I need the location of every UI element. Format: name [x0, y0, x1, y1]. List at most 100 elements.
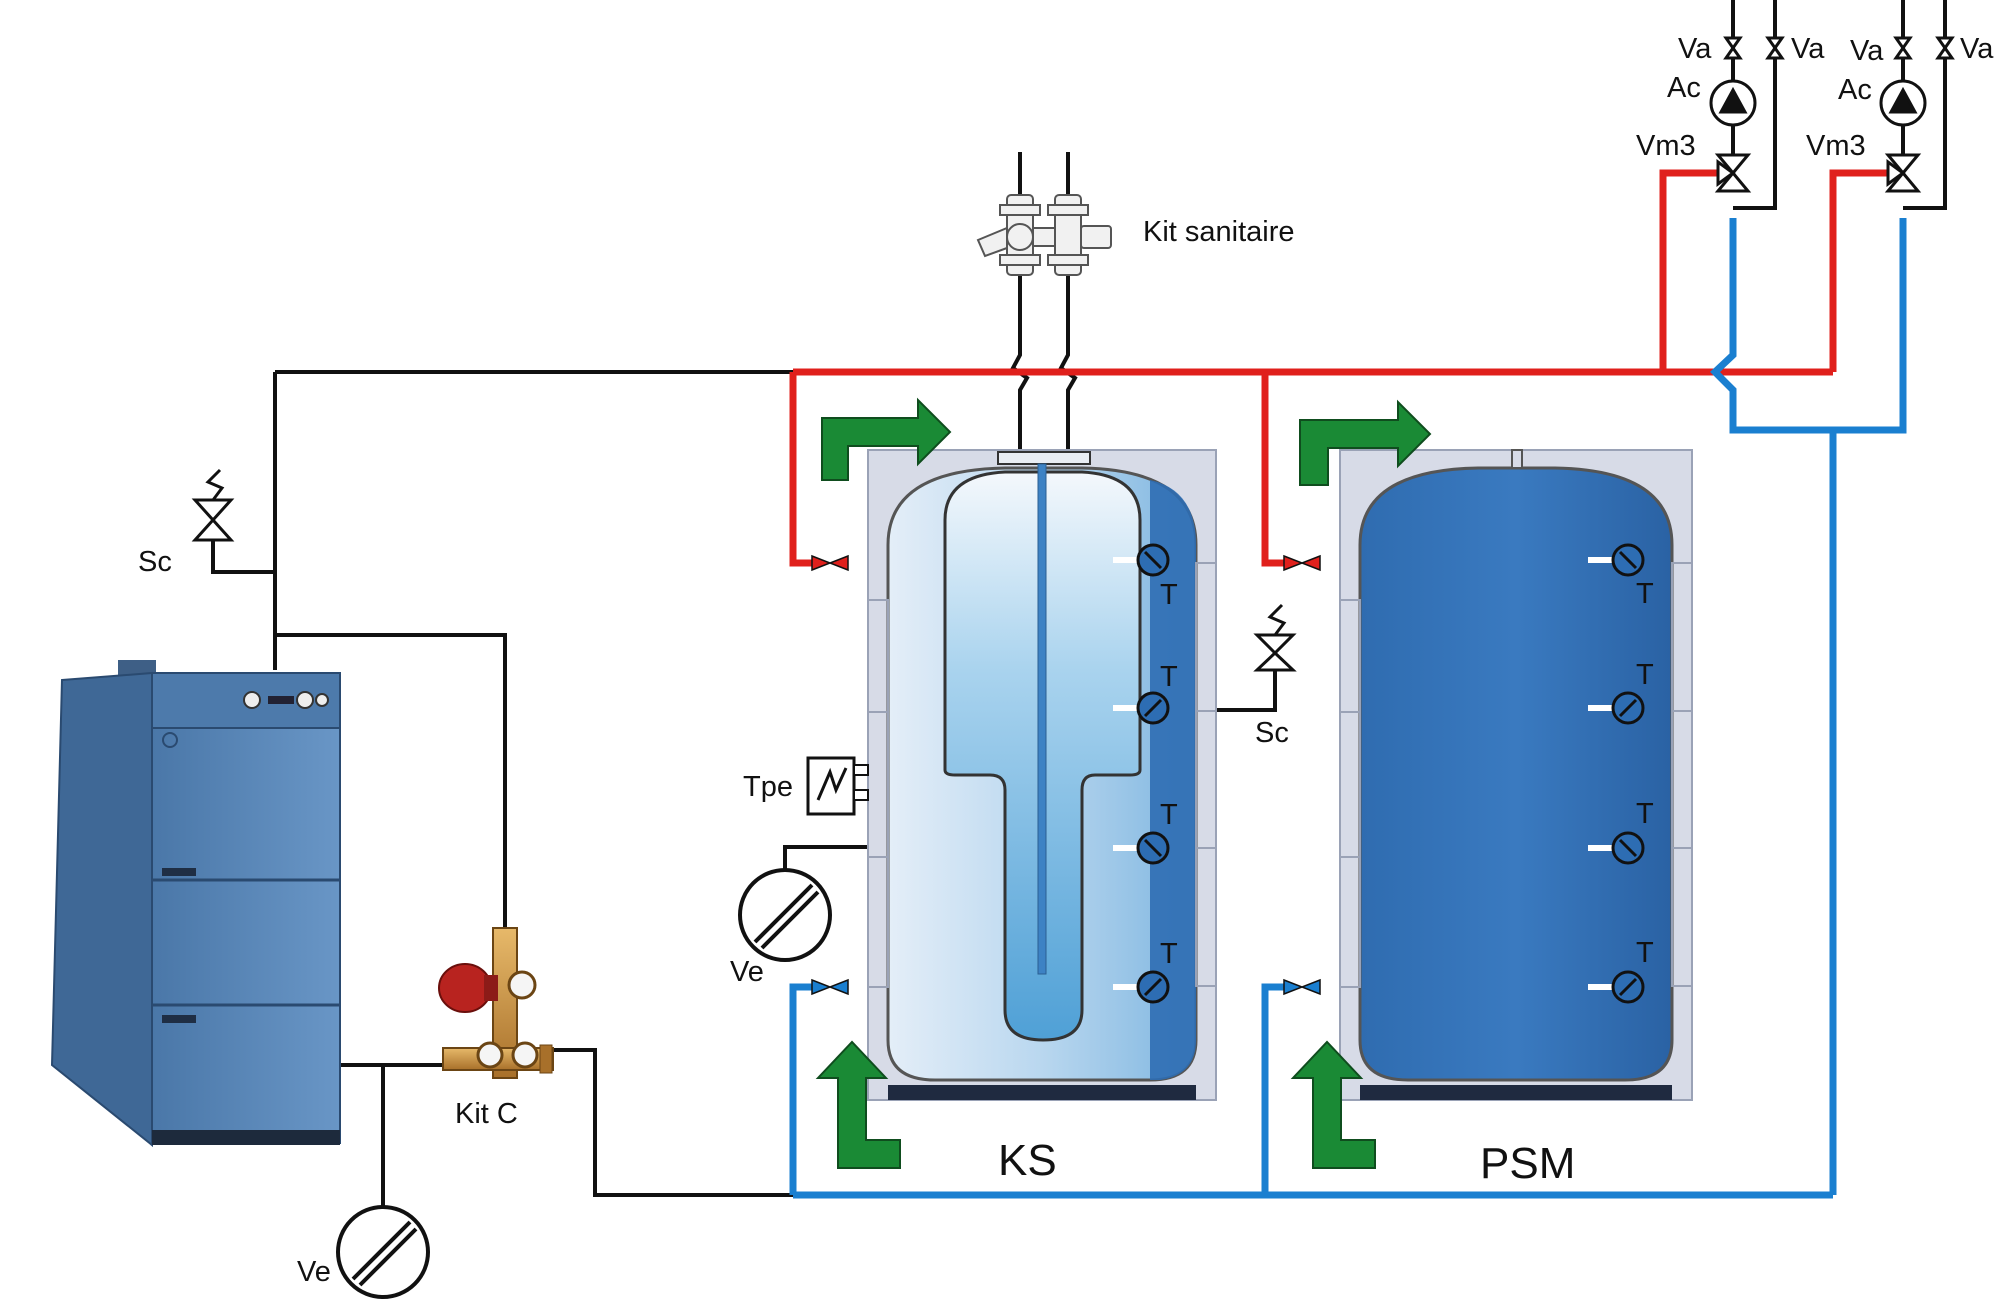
circuit1-pipe-right — [1733, 0, 1777, 210]
psm-port-segment — [1671, 847, 1693, 987]
thermometers — [1113, 543, 1645, 1004]
label-t: T — [1636, 659, 1654, 691]
gauge-icon — [511, 1041, 539, 1069]
hot-ks-inlet — [789, 372, 820, 567]
cold-pipes — [789, 218, 1907, 1199]
isolation-valve-icon — [1935, 36, 1955, 60]
gauge-icon — [507, 970, 537, 1000]
thermometer-icon — [1588, 831, 1645, 865]
cold-circuits — [1709, 218, 1907, 434]
tank-port-valves — [811, 554, 1321, 996]
tpe-thermostat — [806, 756, 869, 816]
label-sc-boiler: Sc — [138, 546, 172, 578]
thermometer-icon — [1588, 543, 1645, 577]
psm-base — [1360, 1085, 1672, 1100]
thermostat-box — [806, 756, 856, 816]
boiler-gauge-icon — [243, 691, 261, 709]
three-way-valve-icon — [1884, 153, 1922, 193]
cold-ks-return — [789, 983, 820, 1195]
label-tank-psm: PSM — [1480, 1139, 1575, 1188]
label-t: T — [1160, 938, 1178, 970]
label-t: T — [1160, 799, 1178, 831]
label-tank-ks: KS — [998, 1136, 1057, 1185]
ks-outer-water — [1150, 480, 1196, 1080]
flow-arrow-icon — [821, 397, 952, 481]
thermostat-terminal — [853, 789, 869, 801]
label-sc-ks: Sc — [1255, 717, 1289, 749]
thermometer-icon — [1113, 543, 1170, 577]
ks-top-flange — [997, 451, 1091, 465]
label-ve-boiler: Ve — [297, 1256, 331, 1288]
kit-sanitaire-handle — [976, 226, 1008, 258]
label-ac: Ac — [1838, 74, 1872, 106]
kit-sanitaire-bridge — [1032, 227, 1056, 247]
boiler-dial-icon — [315, 693, 329, 707]
label-va: Va — [1678, 33, 1712, 65]
labels: Kit sanitaire Kit C KS PSM Tpe Sc Sc Ve … — [138, 33, 1994, 1288]
cold-valve-icon — [1283, 978, 1321, 996]
thermometer-icon — [1588, 970, 1645, 1004]
label-va: Va — [1960, 33, 1994, 65]
expansion-vessel-icon — [738, 868, 832, 962]
kit-c-pump-group — [438, 927, 554, 1079]
safety-valve-pipe — [211, 535, 275, 574]
psm-vessel — [1358, 466, 1674, 1082]
pump-head — [484, 975, 498, 1001]
flow-arrows — [815, 397, 1432, 1169]
psm-top-vent — [1511, 449, 1523, 469]
black-pipes — [211, 0, 1947, 1210]
label-vm3: Vm3 — [1636, 130, 1696, 162]
thermometer-icon — [1113, 831, 1170, 865]
ks-dip-tube — [1037, 463, 1047, 975]
kit-sanitaire-nut — [1047, 254, 1089, 266]
flow-arrow-icon — [1299, 399, 1432, 486]
thermometer-icon — [1113, 691, 1170, 725]
tank-psm — [1339, 449, 1693, 1101]
ks-base — [888, 1085, 1196, 1100]
heating-circuit-1 — [1709, 36, 1785, 193]
isolation-valve-icon — [1893, 36, 1913, 60]
kit-c-return-pipe — [550, 1048, 793, 1197]
cold-psm-return — [1261, 983, 1290, 1195]
boiler-base — [152, 1130, 340, 1145]
kit-c-bypass-pipe — [275, 633, 507, 935]
hot-valve-icon — [1283, 554, 1321, 572]
thermostat-zigzag-icon — [816, 767, 848, 801]
expansion-vessel-icon — [336, 1205, 430, 1299]
kit-sanitaire-valves — [976, 194, 1112, 276]
label-kit-sanitaire: Kit sanitaire — [1143, 216, 1295, 248]
label-vm3: Vm3 — [1806, 130, 1866, 162]
circulator-pump-icon — [1709, 79, 1757, 127]
kit-c-nut — [539, 1044, 553, 1074]
kit-sanitaire-thermostat — [1080, 225, 1112, 249]
label-t: T — [1636, 798, 1654, 830]
kit-sanitaire-nut — [1047, 204, 1089, 216]
label-t: T — [1636, 937, 1654, 969]
isolation-valve-icon — [1723, 36, 1743, 60]
boiler-logo-icon — [162, 732, 178, 748]
boiler-door-handle — [162, 1015, 196, 1023]
mixing-valve-icon — [1006, 223, 1034, 251]
ks-port-segment — [1195, 847, 1217, 987]
label-kit-c: Kit C — [455, 1098, 518, 1130]
boiler — [50, 660, 341, 1148]
boiler-door-handle — [162, 868, 196, 876]
label-tpe: Tpe — [743, 771, 793, 803]
hot-valve-icon — [811, 554, 849, 572]
boiler-dial-icon — [296, 691, 314, 709]
flow-arrow-icon — [815, 1040, 901, 1169]
circuit2-pipe-right — [1903, 0, 1947, 210]
safety-valve-icon — [1253, 603, 1297, 672]
three-way-valve-icon — [1714, 153, 1752, 193]
safety-valves — [191, 468, 1297, 672]
gauge-icon — [476, 1041, 504, 1069]
boiler-front — [151, 672, 341, 1144]
thermometer-icon — [1588, 691, 1645, 725]
hot-pipes — [789, 169, 1888, 567]
thermostat-terminal — [853, 764, 869, 776]
circulator-pump-icon — [1879, 79, 1927, 127]
label-t: T — [1636, 578, 1654, 610]
expansion-vessels — [336, 868, 832, 1299]
